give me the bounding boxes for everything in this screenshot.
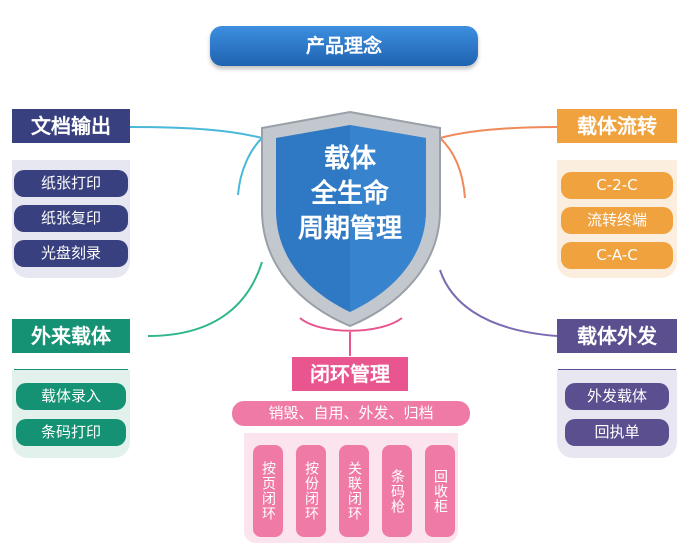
document-output-item-2: 纸张复印 [14, 205, 128, 232]
closed-loop-item-1: 按页闭环 [253, 445, 283, 537]
carrier-flow-item-1: C-2-C [561, 172, 673, 199]
carrier-outgoing-item-1: 外发载体 [565, 383, 669, 410]
shield-text: 载体 全生命 周期管理 [278, 142, 422, 247]
connector-carrier-flow [437, 126, 558, 199]
external-carrier-item-1: 载体录入 [16, 383, 126, 410]
closed-loop-item-5: 回收柜 [425, 445, 455, 537]
shield-line-3: 周期管理 [297, 214, 402, 244]
external-carrier-heading: 外来载体 [12, 319, 130, 353]
closed-loop-heading: 闭环管理 [292, 357, 408, 391]
carrier-outgoing-heading: 载体外发 [557, 319, 677, 353]
connector-carrier-outgoing [439, 269, 558, 337]
shield-icon [261, 110, 441, 328]
shield-line-2: 全生命 [310, 179, 389, 209]
closed-loop-item-4: 条码枪 [382, 445, 412, 537]
connector-closed-loop [299, 317, 403, 332]
document-output-heading: 文档输出 [12, 109, 130, 143]
carrier-outgoing-item-2: 回执单 [565, 419, 669, 446]
carrier-flow-item-3: C-A-C [561, 242, 673, 269]
external-carrier-item-2: 条码打印 [16, 419, 126, 446]
connector-document-output [129, 126, 264, 196]
document-output-item-3: 光盘刻录 [14, 240, 128, 267]
connector-external-carrier [147, 261, 263, 337]
shield-line-1: 载体 [323, 144, 376, 174]
document-output-item-1: 纸张打印 [14, 170, 128, 197]
carrier-flow-item-2: 流转终端 [561, 207, 673, 234]
closed-loop-item-3: 关联闭环 [339, 445, 369, 537]
closed-loop-item-2: 按份闭环 [296, 445, 326, 537]
carrier-flow-heading: 载体流转 [557, 109, 677, 143]
title-bar: 产品理念 [210, 26, 478, 66]
page-title: 产品理念 [305, 35, 382, 57]
closed-loop-subheading: 销毁、自用、外发、归档 [232, 401, 470, 426]
